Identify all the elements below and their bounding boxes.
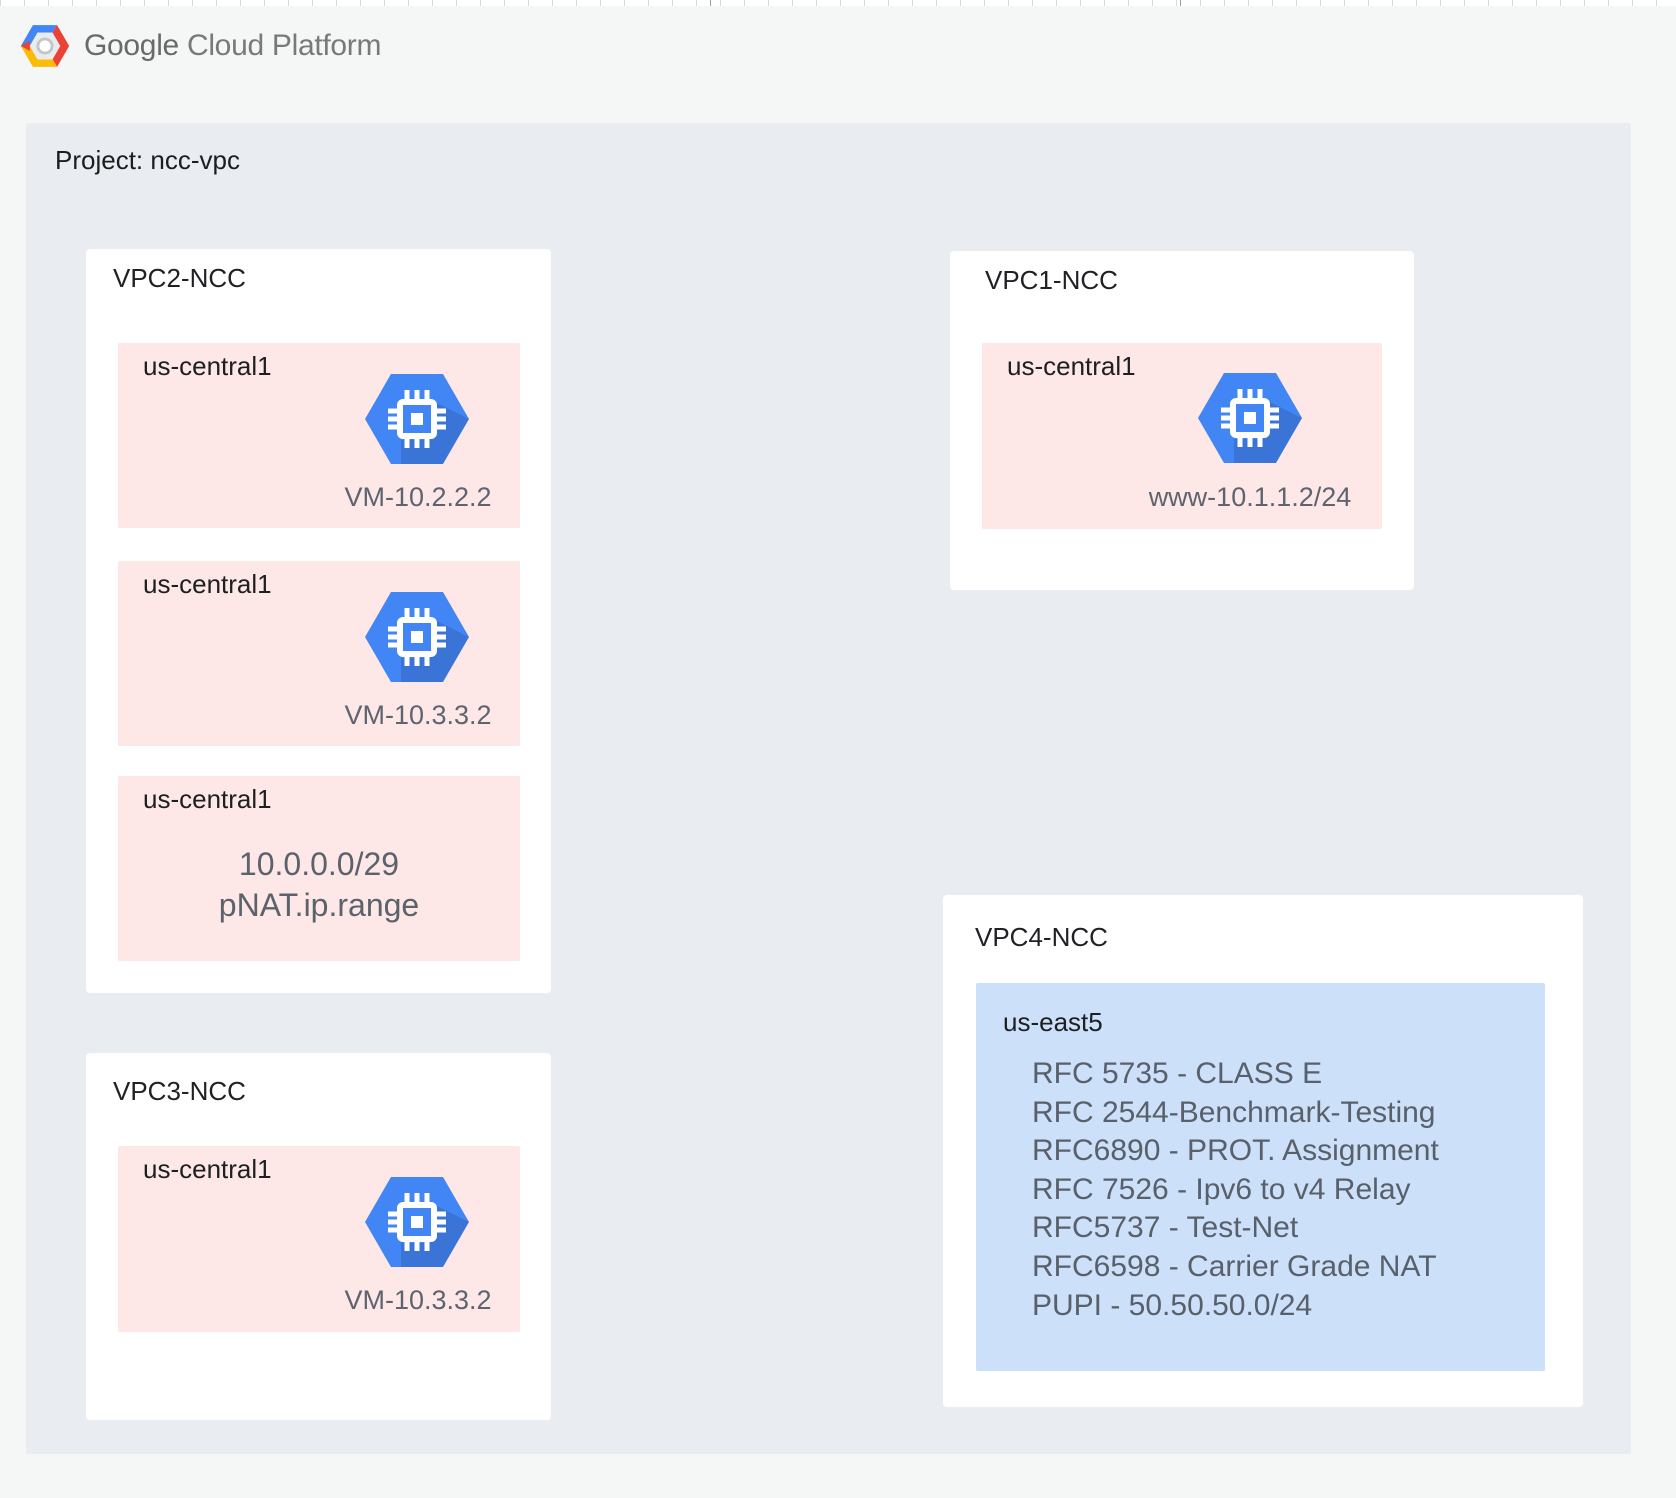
region-name: us-central1	[143, 351, 272, 381]
vpc-box-vpc2-ncc: VPC2-NCC us-central1 VM-10.2.2.2 us-cent…	[86, 249, 551, 993]
region-name: us-central1	[143, 1154, 272, 1184]
vpc-title: VPC1-NCC	[985, 265, 1118, 295]
region-name: us-central1	[143, 569, 272, 599]
vpc-box-vpc1-ncc: VPC1-NCC us-central1 www-10.1.1.2/24	[950, 251, 1414, 590]
compute-engine-icon	[365, 374, 469, 464]
rfc-list-item: RFC 2544-Benchmark-Testing	[1032, 1095, 1436, 1129]
pnat-cidr: 10.0.0.0/29	[238, 846, 400, 882]
ruler-major-tick	[710, 0, 711, 6]
rfc-list-item: RFC 7526 - Ipv6 to v4 Relay	[1032, 1172, 1411, 1206]
rfc-list-item: RFC6890 - PROT. Assignment	[1032, 1134, 1439, 1168]
vm-label: VM-10.3.3.2	[344, 1285, 492, 1315]
region-us-central1: us-central1 VM-10.3.3.2	[118, 561, 520, 746]
logo-cloud-platform-text: Cloud Platform	[186, 29, 382, 62]
region-us-central1: us-central1 VM-10.3.3.2	[118, 1146, 520, 1332]
project-label: Project: ncc-vpc	[55, 145, 240, 175]
compute-engine-icon	[365, 1177, 469, 1267]
region-name: us-east5	[1003, 1007, 1103, 1037]
rfc-list-item: RFC5737 - Test-Net	[1032, 1211, 1299, 1245]
vpc-box-vpc3-ncc: VPC3-NCC us-central1 VM-10.3.3.2	[86, 1053, 551, 1420]
gcp-hexagon-icon	[20, 23, 70, 69]
vpc-title: VPC2-NCC	[113, 263, 246, 293]
region-name: us-central1	[143, 784, 272, 814]
pnat-range-label: pNAT.ip.range	[218, 887, 420, 923]
compute-engine-icon	[365, 592, 469, 682]
logo-google-text: Google	[84, 29, 179, 62]
vpc-box-vpc4-ncc: VPC4-NCC us-east5 RFC 5735 - CLASS E RFC…	[943, 895, 1583, 1407]
rfc-range-list: RFC 5735 - CLASS E RFC 2544-Benchmark-Te…	[1032, 1055, 1439, 1325]
vm-label: VM-10.3.3.2	[344, 700, 492, 730]
region-us-east5: us-east5 RFC 5735 - CLASS E RFC 2544-Ben…	[976, 983, 1545, 1371]
ruler-major-tick	[1180, 0, 1181, 6]
vpc-title: VPC4-NCC	[975, 922, 1108, 952]
vm-label: VM-10.2.2.2	[344, 482, 492, 512]
ruler-strip	[0, 0, 1676, 6]
compute-engine-icon	[1198, 373, 1302, 463]
project-container: Project: ncc-vpc VPC2-NCC us-central1 VM…	[26, 123, 1631, 1454]
region-us-central1-pnat: us-central1 10.0.0.0/29 pNAT.ip.range	[118, 776, 520, 961]
region-name: us-central1	[1007, 351, 1136, 381]
pnat-ip-range-text: 10.0.0.0/29 pNAT.ip.range	[118, 844, 520, 926]
region-us-central1: us-central1 VM-10.2.2.2	[118, 343, 520, 528]
rfc-list-item: RFC6598 - Carrier Grade NAT	[1032, 1249, 1437, 1283]
region-us-central1: us-central1 www-10.1.1.2/24	[982, 343, 1382, 529]
vm-label: www-10.1.1.2/24	[1148, 482, 1352, 512]
rfc-list-item: PUPI - 50.50.50.0/24	[1032, 1288, 1313, 1322]
rfc-list-item: RFC 5735 - CLASS E	[1032, 1057, 1323, 1090]
vpc-title: VPC3-NCC	[113, 1076, 246, 1106]
